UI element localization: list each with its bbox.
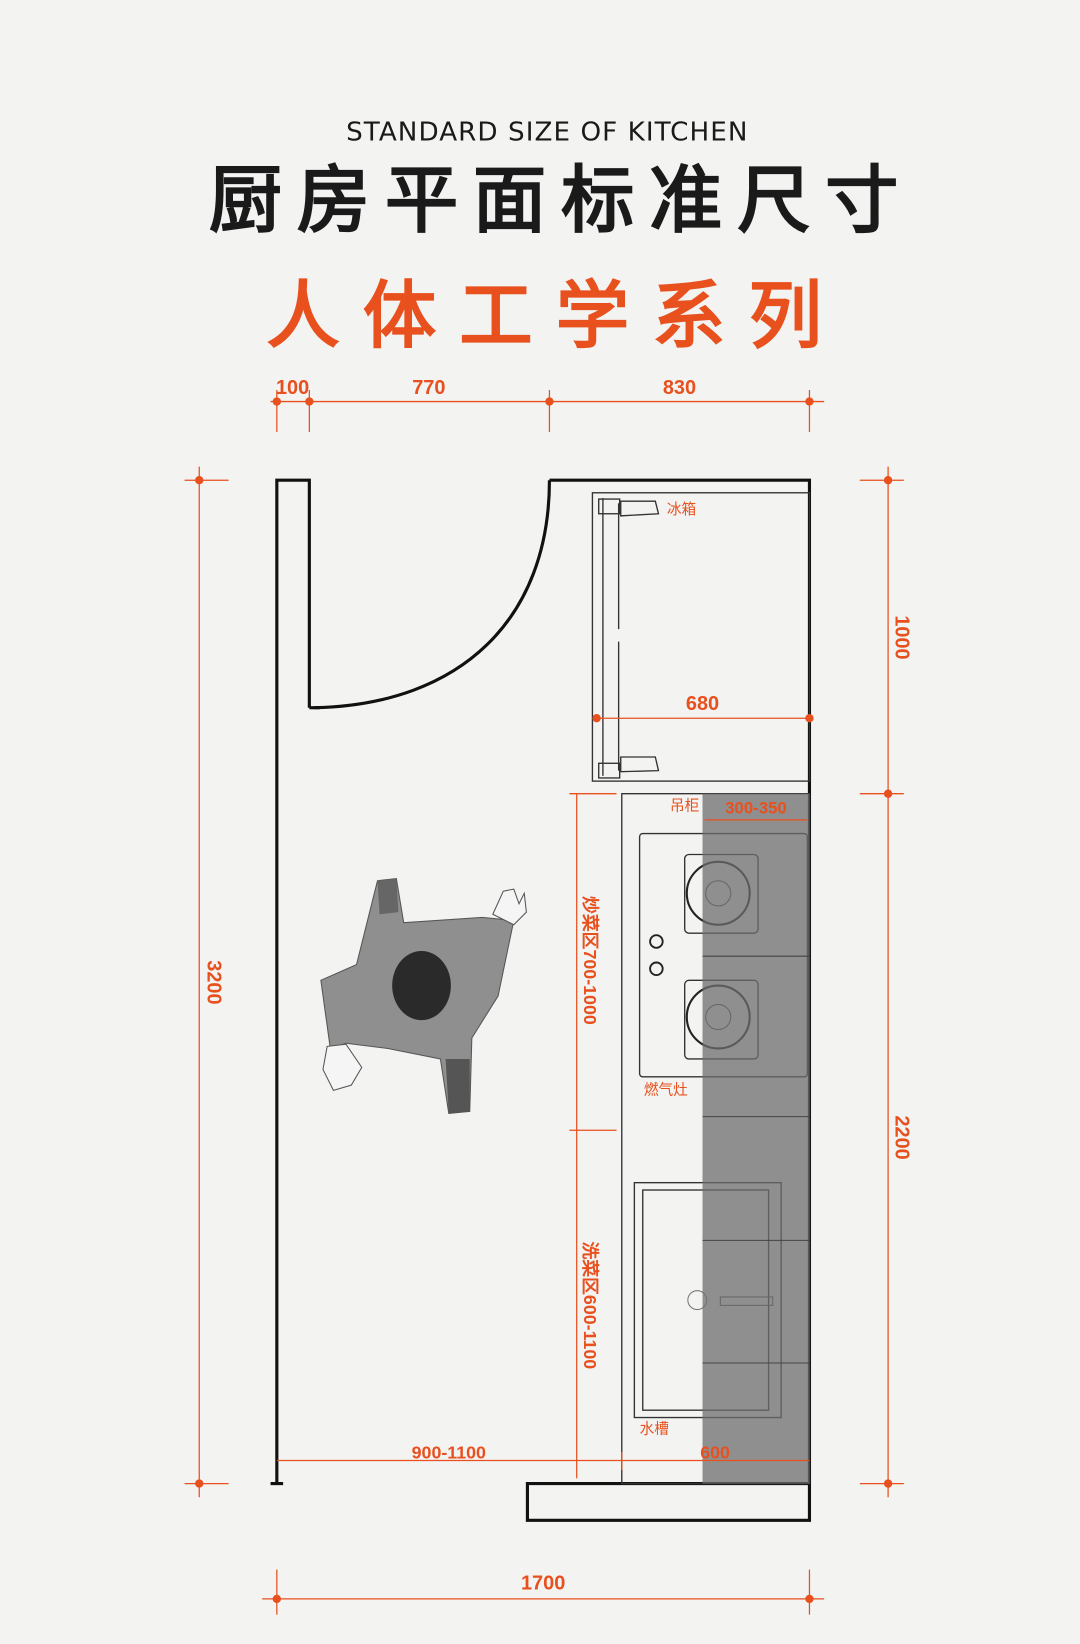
person-figure (320, 878, 527, 1115)
top-dimension: 100 770 830 (270, 377, 825, 432)
left-dimension: 3200 (184, 466, 229, 1498)
dim-counter-depth: 600 (700, 1442, 730, 1462)
bottom-dimension: 1700 (262, 1569, 825, 1615)
dim-aisle: 900-1100 (412, 1442, 486, 1462)
sink-label: 水槽 (640, 1420, 670, 1437)
dim-upper-cabinet: 300-350 (725, 799, 787, 818)
cooking-zone-dim: 炒菜区700-1000 (580, 896, 600, 1025)
gas-stove-label: 燃气灶 (644, 1081, 688, 1099)
upper-cabinet: 吊柜 300-350 (670, 793, 810, 1484)
right-dimension: 1000 2200 (859, 466, 912, 1498)
walls (270, 478, 812, 1522)
zone-dimensions: 炒菜区700-1000 洗菜区600-1100 (569, 793, 617, 1479)
dim-2200: 2200 (890, 1115, 912, 1159)
title-cn: 厨房平面标准尺寸 (209, 158, 913, 243)
dim-1700: 1700 (521, 1572, 565, 1594)
subtitle-en: STANDARD SIZE OF KITCHEN (346, 117, 748, 147)
dim-3200: 3200 (203, 960, 225, 1004)
dim-770: 770 (412, 377, 445, 399)
washing-zone-dim: 洗菜区600-1100 (580, 1241, 601, 1369)
series-cn: 人体工学系列 (266, 274, 845, 359)
dim-830: 830 (663, 377, 696, 399)
dim-680: 680 (686, 693, 719, 715)
aisle-dimensions: 900-1100 600 (276, 1442, 810, 1470)
dim-1000: 1000 (890, 615, 912, 659)
fridge-label: 冰箱 (667, 501, 696, 518)
dim-100: 100 (276, 377, 309, 399)
fridge: 冰箱 680 (591, 492, 814, 782)
upper-cabinet-label: 吊柜 (670, 797, 699, 814)
door (309, 480, 552, 710)
